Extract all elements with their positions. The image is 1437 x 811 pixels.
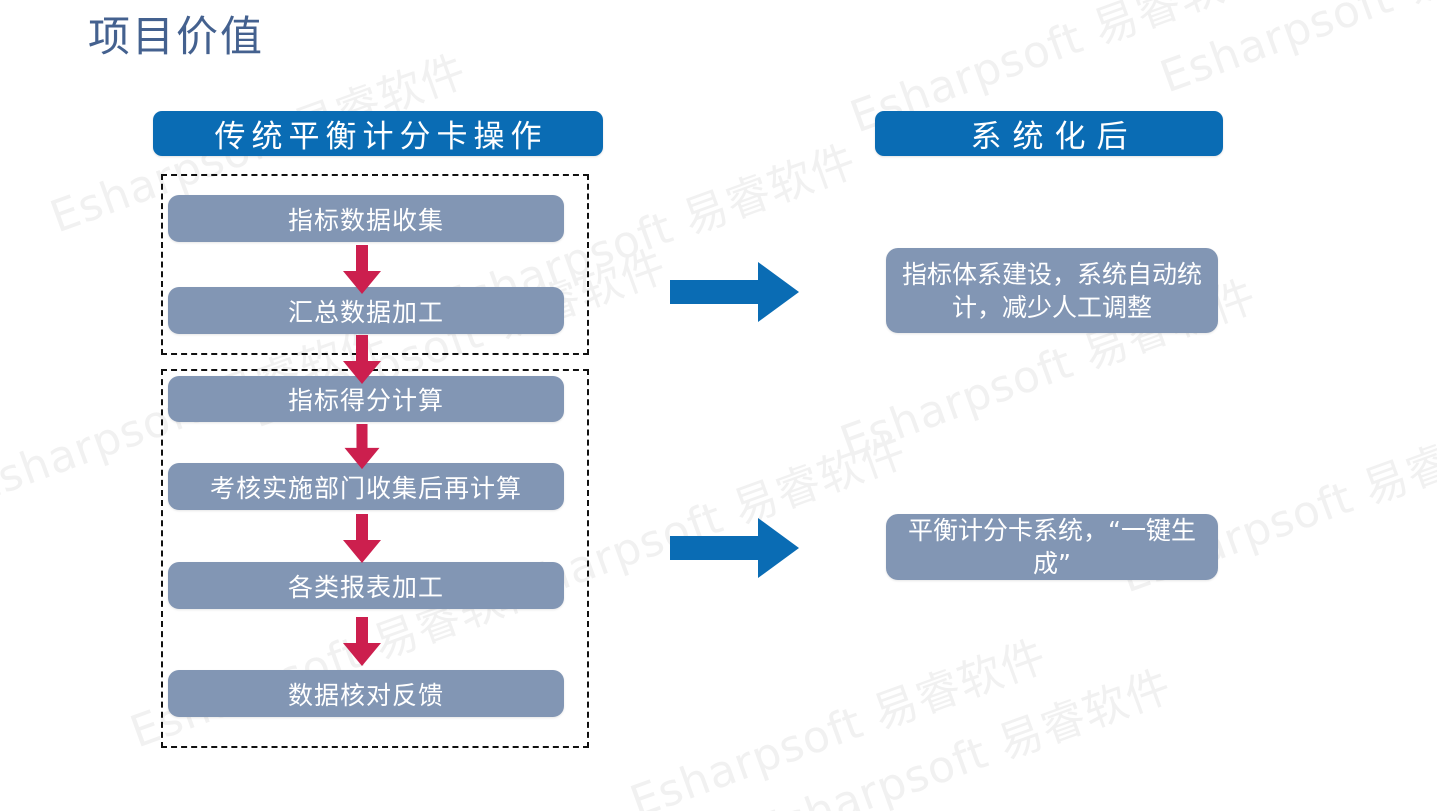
arrow-down-icon <box>340 613 384 675</box>
process-box-aggregate-data-processing: 汇总数据加工 <box>168 287 564 334</box>
result-text: 平衡计分卡系统，“一键生成” <box>908 516 1196 578</box>
banner-traditional: 传统平衡计分卡操作 <box>153 111 603 156</box>
dashed-group-scoring <box>161 369 589 748</box>
arrow-right-icon <box>670 262 800 326</box>
arrow-down-icon <box>340 245 384 299</box>
process-box-report-processing: 各类报表加工 <box>168 562 564 609</box>
result-box-indicator-system: 指标体系建设，系统自动统计，减少人工调整 <box>886 248 1218 333</box>
arrow-down-icon <box>340 335 384 389</box>
arrow-down-icon <box>340 424 384 474</box>
watermark-text: Esharpsoft 易睿软件 <box>1153 0 1437 104</box>
watermark-text: Esharpsoft 易睿软件 <box>623 630 1054 811</box>
dashed-group-data-collection <box>161 174 589 355</box>
watermark-text: Esharpsoft 易睿软件 <box>748 660 1179 811</box>
page-title: 项目价值 <box>88 12 265 61</box>
arrow-down-icon <box>340 512 384 570</box>
result-text: 指标体系建设，系统自动统计，减少人工调整 <box>902 259 1203 322</box>
banner-systemized: 系统化后 <box>875 111 1223 156</box>
process-box-indicator-score-calculation: 指标得分计算 <box>168 376 564 422</box>
process-box-data-verification-feedback: 数据核对反馈 <box>168 670 564 717</box>
process-box-indicator-data-collection: 指标数据收集 <box>168 195 564 242</box>
result-box-bsc-one-click: 平衡计分卡系统，“一键生成” <box>886 514 1218 580</box>
arrow-right-icon <box>670 518 800 582</box>
process-box-department-recalculation: 考核实施部门收集后再计算 <box>168 463 564 510</box>
